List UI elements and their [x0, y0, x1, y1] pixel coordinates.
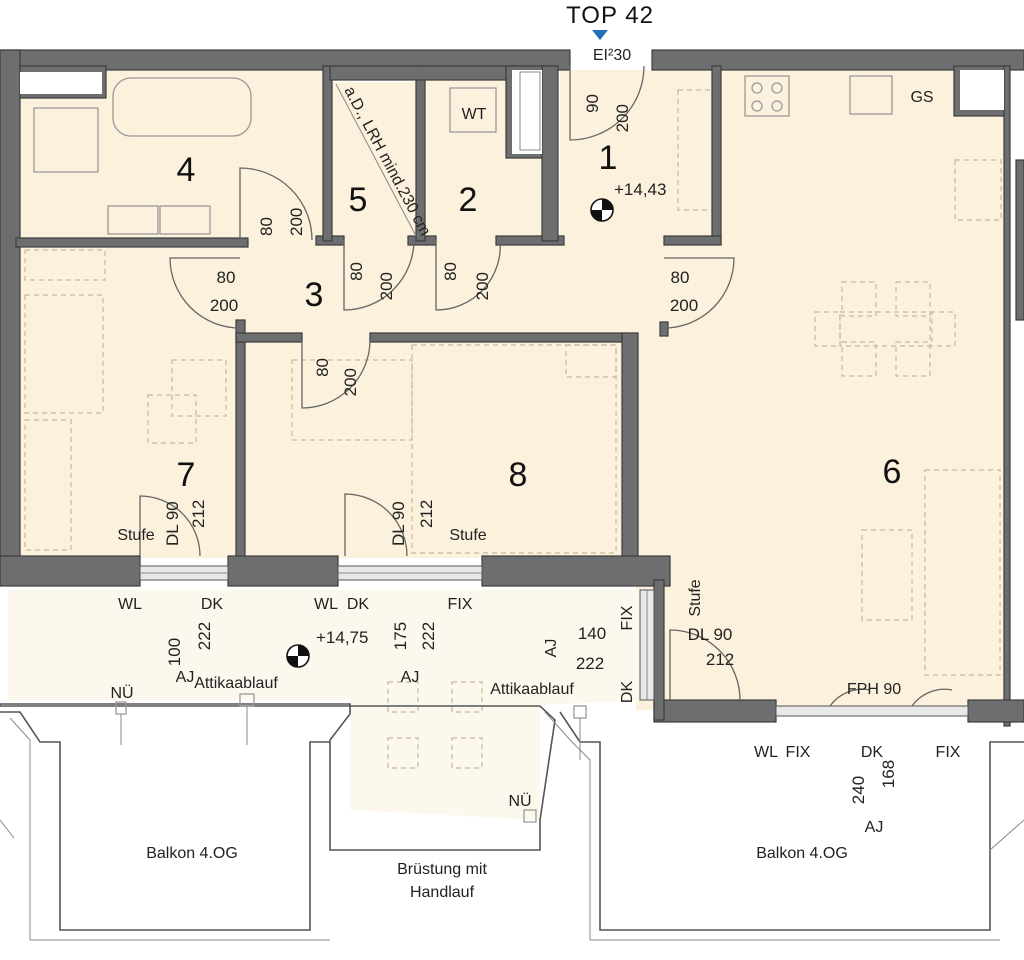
- fph-label: FPH 90: [847, 681, 901, 698]
- dim-room6-200: 200: [670, 296, 698, 315]
- furniture: [24, 89, 1002, 769]
- fix-label-2: FIX: [786, 744, 811, 761]
- room-number-3: 3: [305, 276, 324, 314]
- bruestung-label-1: Brüstung mit: [397, 861, 487, 878]
- wl-label-2: WL: [314, 596, 338, 613]
- fixtures: [33, 75, 893, 235]
- stair-diagonal: [335, 83, 417, 237]
- dl90-room8: DL 90: [389, 501, 408, 546]
- dim-room7-200: 200: [210, 296, 238, 315]
- wl-label-3: WL: [754, 744, 778, 761]
- dim-entrance-200: 200: [613, 104, 632, 132]
- gs-label: GS: [910, 89, 933, 106]
- aj-label-1: AJ: [176, 669, 195, 686]
- level-terrace: +14,75: [316, 628, 368, 647]
- entrance-arrow-icon: [592, 30, 608, 40]
- fix-label-side: FIX: [619, 605, 636, 630]
- stufe-room8: Stufe: [449, 527, 486, 544]
- dim-room7-212: 212: [189, 500, 208, 528]
- wt-label: WT: [462, 106, 487, 123]
- room-number-6: 6: [883, 453, 902, 491]
- dim-212-room6: 212: [706, 650, 734, 669]
- dim-175: 175: [391, 622, 410, 650]
- dk-label-1: DK: [201, 596, 224, 613]
- room-number-4: 4: [177, 151, 196, 189]
- walls: [0, 49, 1024, 727]
- dim-168: 168: [879, 760, 898, 788]
- dim-room5-80: 80: [347, 262, 366, 281]
- dl90-room7: DL 90: [163, 501, 182, 546]
- unit-title: TOP 42: [566, 2, 654, 29]
- dim-room4-200: 200: [287, 208, 306, 236]
- dk-label-3: DK: [861, 744, 884, 761]
- attika-label-1: Attikaablauf: [194, 675, 278, 692]
- wl-label-1: WL: [118, 596, 142, 613]
- dim-entrance-90: 90: [583, 94, 602, 113]
- door-swings: [139, 65, 953, 707]
- dim-100: 100: [165, 638, 184, 666]
- balkon-label-left: Balkon 4.OG: [146, 845, 238, 862]
- balconies: [0, 693, 1024, 941]
- room-number-5: 5: [349, 181, 368, 219]
- floor-fills: [8, 70, 1006, 820]
- dim-222-a: 222: [195, 622, 214, 650]
- bruestung-label-2: Handlauf: [410, 884, 475, 901]
- dim-222-c: 222: [576, 654, 604, 673]
- dim-room8-212: 212: [417, 500, 436, 528]
- level-room1: +14,43: [614, 180, 666, 199]
- fix-label-1: FIX: [448, 596, 473, 613]
- stufe-room7: Stufe: [117, 527, 154, 544]
- dk-label-side: DK: [619, 681, 636, 704]
- dl90-room6: DL 90: [688, 625, 733, 644]
- dim-222-b: 222: [419, 622, 438, 650]
- dim-room2-200: 200: [473, 272, 492, 300]
- windows: [139, 565, 969, 717]
- level-marker-icons: [286, 198, 614, 668]
- fix-label-3: FIX: [936, 744, 961, 761]
- dim-140: 140: [578, 624, 606, 643]
- room-number-7: 7: [177, 456, 196, 494]
- dim-room5-200: 200: [377, 272, 396, 300]
- attika-label-2: Attikaablauf: [490, 681, 574, 698]
- stufe-room6: Stufe: [687, 579, 704, 616]
- niches: [20, 70, 1004, 154]
- dim-240: 240: [849, 776, 868, 804]
- room-number-1: 1: [599, 139, 618, 177]
- dim-room4-80: 80: [257, 217, 276, 236]
- balkon-label-right: Balkon 4.OG: [756, 845, 848, 862]
- dim-room7-80: 80: [217, 268, 236, 287]
- dim-room8-200: 200: [341, 368, 360, 396]
- aj-label-3: AJ: [543, 639, 560, 658]
- aj-label-4: AJ: [865, 819, 884, 836]
- room-number-2: 2: [459, 181, 478, 219]
- nue-label-2: NÜ: [508, 792, 531, 810]
- dim-room6-80: 80: [671, 268, 690, 287]
- fire-rating-label: EI²30: [593, 47, 631, 64]
- nue-label-1: NÜ: [110, 684, 133, 702]
- aj-label-2: AJ: [401, 669, 420, 686]
- room-number-8: 8: [509, 456, 528, 494]
- dk-label-2: DK: [347, 596, 370, 613]
- dim-room8-80: 80: [313, 358, 332, 377]
- dim-room2-80: 80: [441, 262, 460, 281]
